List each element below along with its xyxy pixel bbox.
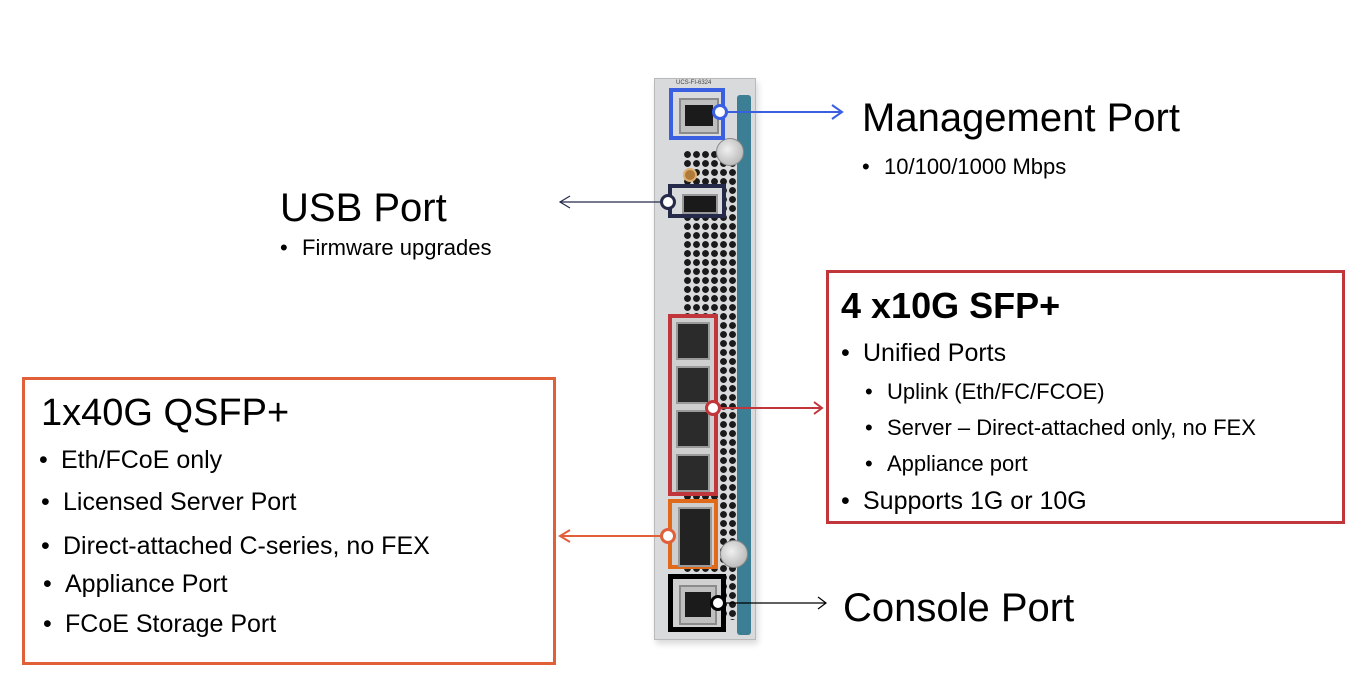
sfp-slot-3 [676,410,710,448]
usb-port-highlight [668,184,726,218]
sfp-slot-1 [676,322,710,360]
qsfp-title: 1x40G QSFP+ [41,392,290,434]
qsfp-connector-dot [660,528,676,544]
console-arrow [726,596,827,610]
sfp-connector-dot [705,400,721,416]
qsfp-info-box: 1x40G QSFP+ Eth/FCoE only Licensed Serve… [22,377,556,665]
qsfp-bullet: Appliance Port [43,570,228,599]
device-side-rail [737,95,751,635]
management-bullet: 10/100/1000 Mbps [862,154,1066,180]
sfp-item: Supports 1G or 10G [841,487,1087,516]
management-port-title: Management Port [862,96,1180,140]
thumb-screw-icon [716,138,744,166]
sfp-title: 4 x10G SFP+ [841,285,1061,326]
qsfp-arrow [558,529,662,543]
coax-connector-icon [683,168,697,182]
console-port-title: Console Port [843,586,1075,630]
qsfp-bullet: Direct-attached C-series, no FEX [41,532,430,561]
sfp-arrow [720,401,824,415]
qsfp-bullet: Eth/FCoE only [39,446,222,475]
sfp-subitem: Server – Direct-attached only, no FEX [865,415,1256,441]
management-arrow [726,104,844,120]
usb-connector-dot [660,194,676,210]
usb-port-title: USB Port [280,186,447,230]
usb-port-icon [682,194,718,214]
qsfp-bullet: Licensed Server Port [41,488,296,517]
sfp-info-box: 4 x10G SFP+ Unified Ports Uplink (Eth/FC… [826,270,1345,524]
sfp-subitem: Uplink (Eth/FC/FCOE) [865,379,1105,405]
sfp-slot-4 [676,454,710,492]
sfp-subitem: Appliance port [865,451,1028,477]
rj45-port-icon [679,98,719,134]
qsfp-port-highlight [668,499,718,569]
thumb-screw-icon [720,540,748,568]
usb-bullet: Firmware upgrades [280,235,492,261]
sfp-item: Unified Ports [841,339,1006,368]
sfp-slot-2 [676,366,710,404]
qsfp-slot [678,507,712,567]
console-connector-dot [710,595,726,611]
usb-arrow [558,195,662,209]
qsfp-bullet: FCoE Storage Port [43,610,276,639]
device-model-label: UCS-FI-6324 [676,80,712,86]
